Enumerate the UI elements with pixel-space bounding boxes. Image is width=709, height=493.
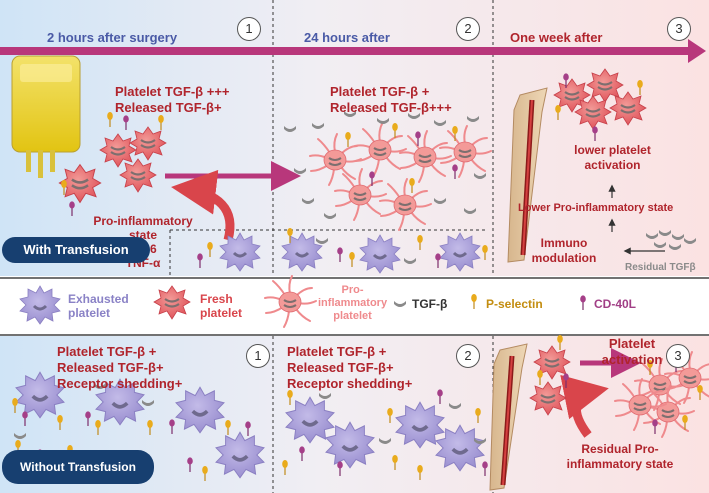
- step-3-badge: 3: [667, 17, 691, 41]
- without-transfusion-label: Without Transfusion: [2, 450, 154, 484]
- legend-exhausted: Exhausted platelet: [68, 292, 129, 320]
- with-transfusion-label: With Transfusion: [2, 237, 150, 263]
- timeline-label-2: 24 hours after: [304, 30, 390, 45]
- legend-pro-inflammatory: Pro- inflammatory platelet: [318, 284, 388, 322]
- lower-platelet-activation-text: lower platelet activation: [574, 143, 651, 172]
- step-1-badge: 1: [237, 17, 261, 41]
- timeline-label-1: 2 hours after surgery: [47, 30, 178, 45]
- with-section-2-text: Platelet TGF-β + Released TGF-β+++: [330, 84, 452, 115]
- bone-icon: [507, 87, 548, 263]
- residual-tgf-text: Residual TGFβ: [625, 262, 696, 273]
- legend-cd40l: CD-40L: [594, 297, 637, 311]
- legend-fresh: Fresh platelet: [200, 292, 243, 320]
- step-1-badge: 1: [246, 344, 270, 368]
- immuno-modulation-text: Immuno modulation: [531, 236, 597, 265]
- step-2-badge: 2: [456, 17, 480, 41]
- lower-pro-inflammatory-text: Lower Pro-inflammatory state: [518, 202, 674, 214]
- legend-p-selectin: P-selectin: [486, 297, 543, 311]
- legend-tgf: TGF-β: [412, 297, 448, 311]
- step-2-badge: 2: [456, 344, 480, 368]
- with-section-1-text: Platelet TGF-β +++ Released TGF-β+: [115, 84, 230, 115]
- platelet-activation-text: Platelet activation: [601, 336, 663, 367]
- step-3-badge: 3: [666, 344, 690, 368]
- without-section-1-text: Platelet TGF-β + Released TGF-β+ Recepto…: [57, 344, 183, 391]
- bone-icon: [489, 343, 528, 491]
- timeline-label-3: One week after: [510, 30, 603, 45]
- without-section-2-text: Platelet TGF-β + Released TGF-β+ Recepto…: [287, 344, 413, 391]
- residual-pro-inflammatory-text: Residual Pro- inflammatory state: [566, 442, 674, 471]
- blood-bag-icon: [11, 55, 81, 178]
